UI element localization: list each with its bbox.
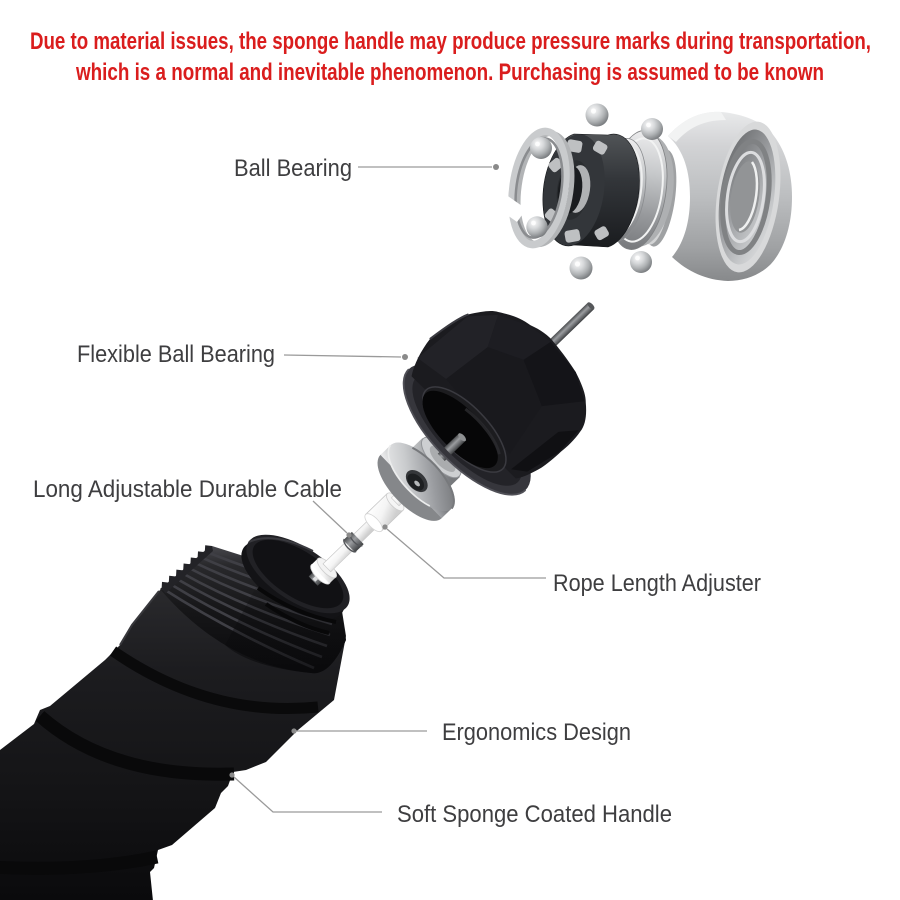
svg-text:Ergonomics Design: Ergonomics Design	[442, 719, 631, 746]
svg-text:Flexible Ball Bearing: Flexible Ball Bearing	[77, 341, 275, 368]
svg-text:Rope Length Adjuster: Rope Length Adjuster	[553, 570, 761, 597]
svg-text:Ball Bearing: Ball Bearing	[234, 155, 352, 182]
svg-text:which is a normal and inevitab: which is a normal and inevitable phenome…	[75, 59, 824, 86]
svg-text:Long Adjustable Durable Cable: Long Adjustable Durable Cable	[33, 476, 342, 503]
svg-text:Due to material issues, the sp: Due to material issues, the sponge handl…	[30, 28, 871, 55]
svg-text:Soft Sponge Coated Handle: Soft Sponge Coated Handle	[397, 801, 672, 828]
